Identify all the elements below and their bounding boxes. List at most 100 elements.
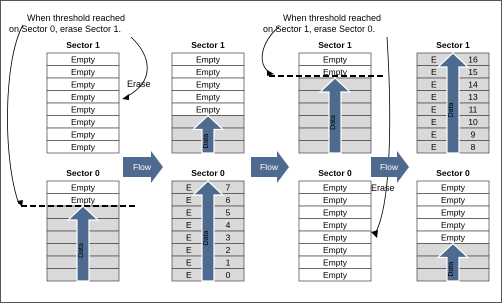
cell-index: 2 bbox=[226, 245, 231, 255]
cell-erased-prefix: E bbox=[186, 220, 192, 230]
data-arrow bbox=[66, 205, 100, 282]
data-arrow bbox=[191, 180, 225, 282]
sector-title-top: Sector 1 bbox=[436, 40, 470, 50]
cell-empty-label: Empty bbox=[71, 142, 96, 152]
cell-erased-prefix: E bbox=[431, 105, 437, 115]
sector-title-bottom: Sector 0 bbox=[191, 168, 225, 178]
data-arrow bbox=[318, 77, 352, 154]
connector-left-to-erase bbox=[125, 36, 148, 98]
cell-empty-label: Empty bbox=[323, 220, 348, 230]
sector-title-bottom: Sector 0 bbox=[318, 168, 352, 178]
sector-title-bottom: Sector 0 bbox=[66, 168, 100, 178]
cell-empty-label: Empty bbox=[323, 183, 348, 193]
cell-empty-label: Empty bbox=[71, 130, 96, 140]
connector-erase-right-arrowhead bbox=[371, 230, 378, 238]
cell-erased-prefix: E bbox=[186, 183, 192, 193]
cell-index: 9 bbox=[471, 130, 476, 140]
cell-empty-label: Empty bbox=[323, 67, 348, 77]
cell-empty-label: Empty bbox=[71, 92, 96, 102]
cell-index: 14 bbox=[468, 80, 478, 90]
cell-erased-prefix: E bbox=[431, 55, 437, 65]
note-left-line1: When threshold reached bbox=[27, 13, 125, 23]
cell-empty-label: Empty bbox=[71, 67, 96, 77]
erase-label-right: Erase bbox=[371, 183, 395, 193]
data-arrow bbox=[436, 52, 470, 154]
cell-erased-prefix: E bbox=[186, 233, 192, 243]
cell-index: 16 bbox=[468, 55, 478, 65]
cell-erased-prefix: E bbox=[431, 117, 437, 127]
cell-erased-prefix: E bbox=[431, 80, 437, 90]
flow-arrow-3: Flow bbox=[371, 151, 409, 183]
erase-label-left: Erase bbox=[127, 79, 151, 89]
cell-index: 7 bbox=[226, 183, 231, 193]
cell-empty-label: Empty bbox=[441, 183, 466, 193]
cell-empty-label: Empty bbox=[441, 220, 466, 230]
cell-empty-label: Empty bbox=[196, 80, 221, 90]
cell-index: 4 bbox=[226, 220, 231, 230]
cell-erased-prefix: E bbox=[186, 258, 192, 268]
panel-1: Sector 1EmptyEmptyEmptyEmptyEmptyEmptyEm… bbox=[46, 40, 120, 282]
cell-empty-label: Empty bbox=[323, 55, 348, 65]
data-arrow bbox=[436, 242, 470, 282]
sector-title-top: Sector 1 bbox=[66, 40, 100, 50]
cell-erased-prefix: E bbox=[431, 92, 437, 102]
flow-arrow-2: Flow bbox=[251, 151, 289, 183]
cell-index: 10 bbox=[468, 117, 478, 127]
note-right-line2: on Sector 1, erase Sector 0. bbox=[263, 24, 375, 34]
cell-index: 5 bbox=[226, 208, 231, 218]
cell-empty-label: Empty bbox=[71, 117, 96, 127]
cell-empty-label: Empty bbox=[196, 92, 221, 102]
cell-erased-prefix: E bbox=[431, 67, 437, 77]
sector-title-bottom: Sector 0 bbox=[436, 168, 470, 178]
cell-erased-prefix: E bbox=[186, 245, 192, 255]
sector-title-top: Sector 1 bbox=[191, 40, 225, 50]
cell-empty-label: Empty bbox=[71, 55, 96, 65]
cell-empty-label: Empty bbox=[323, 245, 348, 255]
cell-empty-label: Empty bbox=[323, 258, 348, 268]
cell-index: 0 bbox=[226, 270, 231, 280]
data-arrow-label: Data bbox=[448, 262, 455, 277]
cell-index: 15 bbox=[468, 67, 478, 77]
cell-empty-label: Empty bbox=[323, 233, 348, 243]
cell-empty-label: Empty bbox=[71, 183, 96, 193]
cell-erased-prefix: E bbox=[431, 142, 437, 152]
cell-index: 8 bbox=[471, 142, 476, 152]
note-right-line1: When threshold reached bbox=[283, 13, 381, 23]
data-arrow-label: Data bbox=[203, 231, 210, 246]
cell-index: 6 bbox=[226, 195, 231, 205]
sector-title-top: Sector 1 bbox=[318, 40, 352, 50]
cell-empty-label: Empty bbox=[196, 105, 221, 115]
sector-cell bbox=[46, 140, 120, 154]
flash-sector-diagram: When threshold reached on Sector 0, eras… bbox=[7, 13, 490, 282]
data-arrow-label: Data bbox=[330, 115, 337, 130]
sector-cell bbox=[298, 268, 372, 282]
cell-empty-label: Empty bbox=[441, 195, 466, 205]
data-arrow-label: Data bbox=[203, 134, 210, 149]
cell-empty-label: Empty bbox=[71, 80, 96, 90]
panel-2: Sector 1EmptyEmptyEmptyEmptyEmptyDataSec… bbox=[171, 40, 245, 282]
data-arrow bbox=[191, 114, 225, 154]
cell-empty-label: Empty bbox=[196, 55, 221, 65]
cell-index: 11 bbox=[469, 105, 478, 115]
flow-label-3: Flow bbox=[380, 162, 399, 172]
flow-label-1: Flow bbox=[133, 162, 152, 172]
flow-arrow-1: Flow bbox=[123, 151, 163, 183]
cell-empty-label: Empty bbox=[441, 233, 466, 243]
connector-right-to-erase bbox=[374, 36, 391, 235]
cell-erased-prefix: E bbox=[431, 130, 437, 140]
note-left-line2: on Sector 0, erase Sector 1. bbox=[9, 24, 121, 34]
flow-label-2: Flow bbox=[260, 162, 279, 172]
connector-left-to-sector0 bbox=[7, 24, 24, 205]
cell-empty-label: Empty bbox=[323, 270, 348, 280]
data-arrow-label: Data bbox=[448, 103, 455, 118]
cell-index: 3 bbox=[226, 233, 231, 243]
cell-index: 13 bbox=[468, 92, 478, 102]
cell-erased-prefix: E bbox=[186, 270, 192, 280]
cell-index: 1 bbox=[226, 258, 231, 268]
cell-empty-label: Empty bbox=[323, 208, 348, 218]
cell-empty-label: Empty bbox=[323, 195, 348, 205]
connector-erase-left-arrowhead bbox=[122, 94, 129, 100]
